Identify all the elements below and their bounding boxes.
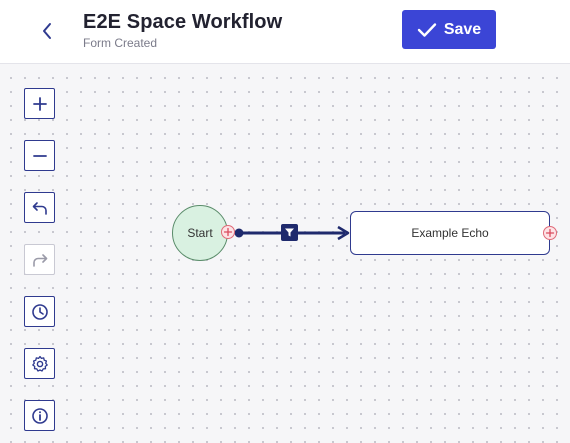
echo-node[interactable]: Example Echo (350, 211, 550, 255)
plus-icon (223, 227, 233, 237)
checkmark-icon (417, 22, 437, 37)
clock-icon (31, 303, 48, 320)
settings-button[interactable] (24, 348, 55, 379)
zoom-in-button[interactable] (24, 88, 55, 119)
info-icon (31, 407, 48, 424)
zoom-out-button[interactable] (24, 140, 55, 171)
back-button[interactable] (36, 18, 58, 44)
plus-icon (32, 96, 47, 111)
save-label: Save (443, 20, 482, 38)
save-button[interactable]: Save (402, 10, 496, 49)
undo-button[interactable] (24, 192, 55, 223)
start-add-handle[interactable] (221, 225, 235, 239)
plus-icon (545, 228, 555, 238)
start-node[interactable]: Start (172, 205, 228, 261)
gear-icon (31, 355, 48, 372)
header: E2E Space Workflow Form Created Save (0, 0, 570, 64)
echo-node-label: Example Echo (411, 226, 489, 240)
redo-button[interactable] (24, 244, 55, 275)
start-node-label: Start (187, 226, 213, 240)
history-button[interactable] (24, 296, 55, 327)
minus-icon (32, 154, 47, 157)
page-subtitle: Form Created (83, 36, 158, 50)
page-title: E2E Space Workflow (83, 11, 283, 33)
filter-icon (285, 228, 294, 237)
echo-add-handle[interactable] (543, 226, 557, 240)
undo-icon (32, 201, 47, 215)
edge-filter-button[interactable] (281, 224, 298, 241)
info-button[interactable] (24, 400, 55, 431)
chevron-left-icon (43, 23, 51, 39)
redo-icon (32, 253, 47, 267)
